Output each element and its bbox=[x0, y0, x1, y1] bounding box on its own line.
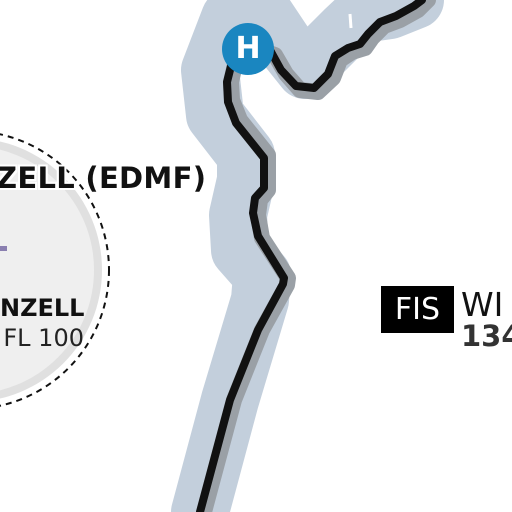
fis-name: WI bbox=[461, 285, 504, 324]
heliport-icon[interactable] bbox=[222, 23, 274, 75]
fis-frequency: 134 bbox=[461, 319, 512, 353]
zone-vertical-limit: FL 100 bbox=[3, 324, 84, 352]
fis-badge[interactable]: FIS bbox=[381, 286, 454, 333]
heliport-symbol: H bbox=[235, 31, 261, 66]
zone-marker bbox=[0, 246, 7, 251]
airport-name[interactable]: ZELL (EDMF) bbox=[0, 161, 207, 195]
control-zone bbox=[0, 133, 110, 407]
border-buffer bbox=[171, 0, 444, 512]
control-zone-boundary bbox=[0, 133, 110, 407]
zone-name: NZELL bbox=[0, 294, 85, 322]
border-tick bbox=[348, 13, 353, 29]
control-zone-fill bbox=[0, 149, 94, 391]
